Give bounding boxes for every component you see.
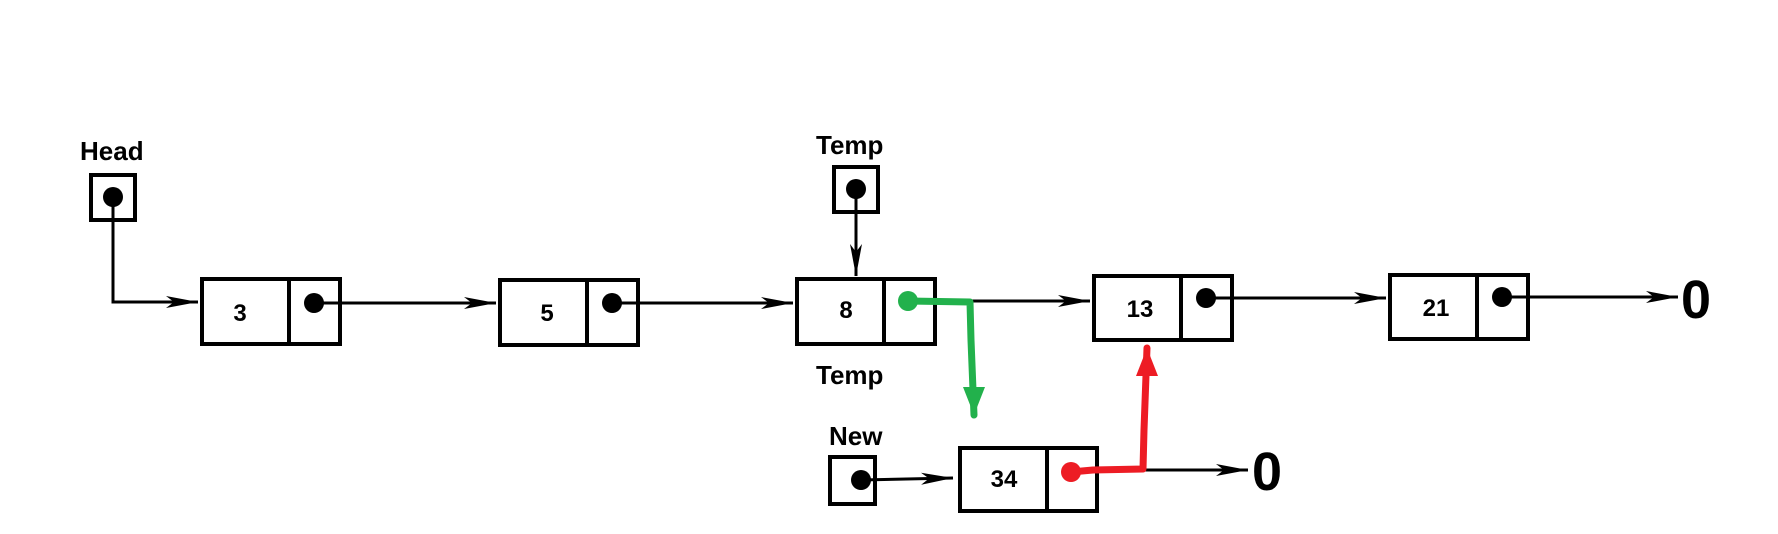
node-21: 21 [1388, 273, 1530, 341]
red-link-34-to-13 [1067, 344, 1158, 476]
node-8-next-pointer [898, 291, 918, 311]
null-terminator-34: 0 [1252, 442, 1282, 502]
node-34-next-pointer [1061, 462, 1081, 482]
node-34-value: 34 [991, 466, 1018, 493]
node-13-value: 13 [1127, 296, 1154, 323]
new-arrow [860, 472, 954, 485]
new-pointer [828, 455, 877, 506]
head-label: Head [80, 136, 144, 166]
node-3: 3 [200, 277, 342, 346]
node-3-value: 3 [233, 300, 246, 327]
node-5-value: 5 [540, 300, 553, 327]
head-arrow [111, 197, 198, 308]
node-21-value: 21 [1423, 295, 1450, 322]
node-5: 5 [498, 278, 640, 347]
temp-bottom-label: Temp [816, 360, 883, 390]
node-8-value: 8 [839, 297, 852, 324]
node-13: 13 [1092, 274, 1234, 342]
green-link-8-to-34 [904, 297, 985, 419]
node-8: 8 [795, 277, 937, 346]
new-label: New [829, 421, 883, 451]
null-terminator-21: 0 [1681, 270, 1711, 330]
temp-top-label: Temp [816, 130, 883, 160]
